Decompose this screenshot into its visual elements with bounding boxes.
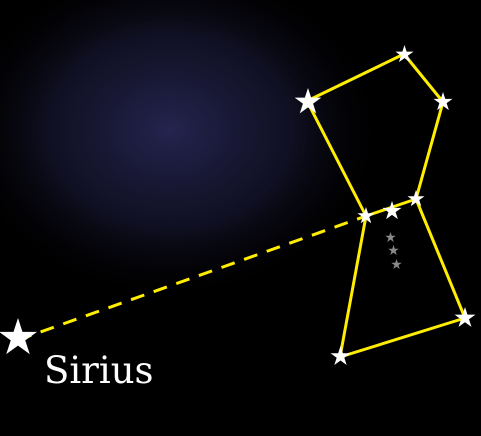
pointer-line-dashed xyxy=(17,214,367,342)
sirius-label: Sirius xyxy=(44,349,154,392)
nebula-glow xyxy=(0,0,390,305)
orion-outline xyxy=(305,52,467,359)
